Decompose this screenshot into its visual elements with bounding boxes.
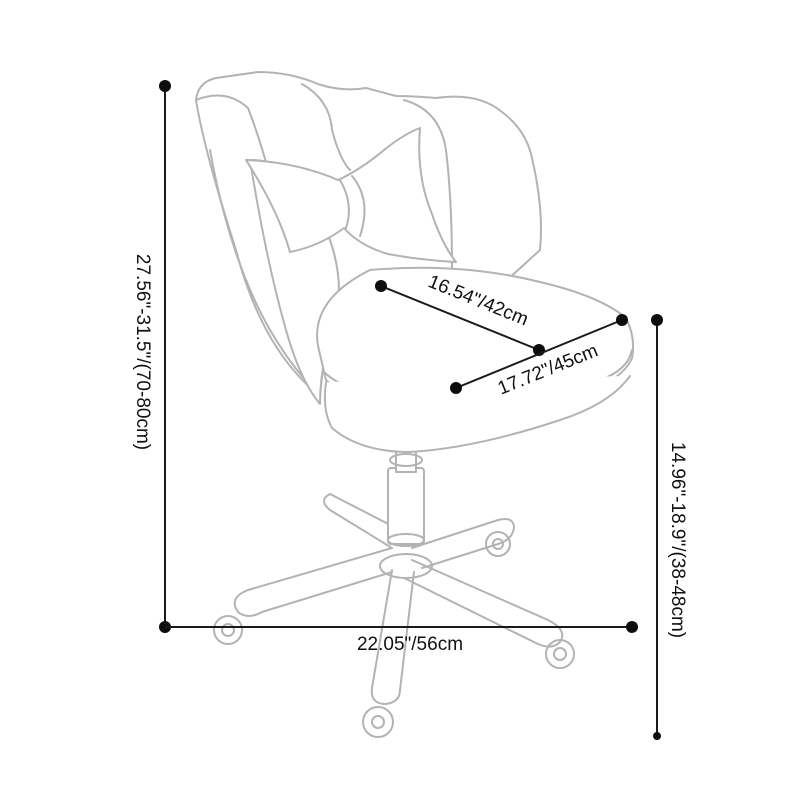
chair-seat — [316, 266, 635, 453]
chair-illustration — [195, 71, 635, 738]
dimension-total-height — [159, 80, 171, 633]
total-height-label: 27.56"-31.5"/(70-80cm) — [132, 254, 153, 450]
dimension-base-width — [165, 621, 638, 633]
seat-height-label: 14.96"-18.9"/(38-48cm) — [667, 442, 688, 638]
dimension-seat-height — [651, 314, 663, 740]
chair-pillow — [245, 127, 457, 263]
chair-base — [233, 493, 564, 705]
base-width-label: 22.05"/56cm — [357, 634, 463, 655]
chair-casters — [213, 531, 575, 738]
dimension-seat-width — [450, 314, 628, 394]
chair-cylinder — [387, 447, 425, 547]
